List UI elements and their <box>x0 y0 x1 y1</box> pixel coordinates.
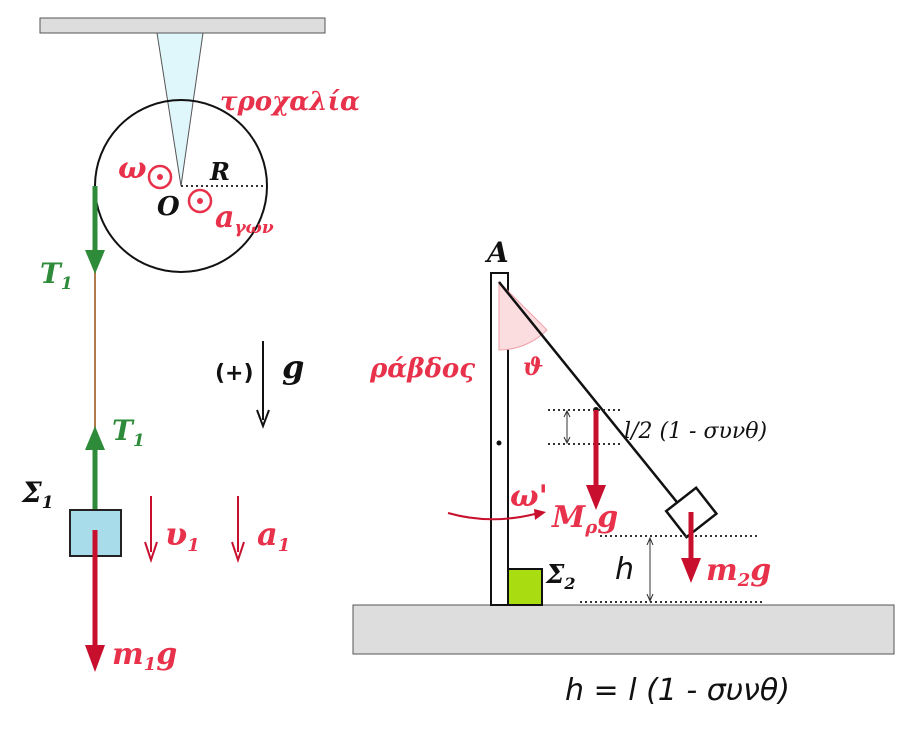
gravity-arrow <box>256 341 270 429</box>
angular-accel-symbol-icon <box>187 188 213 214</box>
accel-arrow <box>231 496 245 564</box>
mass-2-label: Σ2 <box>545 560 576 593</box>
point-a-label: A <box>484 236 509 269</box>
height-dimension <box>646 536 654 603</box>
weight-arrow-1 <box>85 530 105 672</box>
angular-accel-label: aγων <box>215 200 274 238</box>
angle-label: ϑ <box>523 352 543 381</box>
accel-label: a1 <box>257 515 290 556</box>
velocity-arrow <box>144 496 158 564</box>
omega-prime-arrow <box>447 512 536 521</box>
rod-weight-arrow <box>586 410 606 510</box>
omega-prime-label: ω' <box>510 479 548 514</box>
omega-label: ω <box>118 151 147 186</box>
pulley-label: τροχαλία <box>220 87 360 117</box>
rod-vertical <box>490 272 509 606</box>
half-height-dimension <box>563 409 571 445</box>
half-height-label: l/2 (1 - συνθ) <box>624 419 767 444</box>
ground <box>352 604 895 655</box>
positive-direction-label: (+) <box>215 361 254 386</box>
block-weight-label: m2g <box>706 553 771 591</box>
height-formula: h = l (1 - συνθ) <box>565 673 790 708</box>
angle-sector <box>498 280 548 351</box>
gravity-label: g <box>282 348 304 386</box>
center-label: O <box>157 192 180 222</box>
block-weight-arrow <box>681 512 701 583</box>
omega-symbol-icon <box>147 164 173 190</box>
ceiling <box>39 17 326 34</box>
mass-2-block <box>507 568 543 606</box>
rod-center-dot <box>496 440 502 446</box>
velocity-label: υ1 <box>165 515 200 556</box>
tension-label-bottom: T1 <box>112 414 145 451</box>
mass-1-label: Σ1 <box>21 476 54 513</box>
tension-arrow-bottom <box>85 426 105 510</box>
tension-arrow-top <box>85 186 105 274</box>
rod-rotated <box>498 281 694 523</box>
rod-weight-label: Mρg <box>551 500 618 538</box>
tension-label-top: T1 <box>40 257 73 294</box>
height-label: h <box>615 552 634 587</box>
pulley-support <box>156 32 204 187</box>
weight-label-1: m1g <box>112 637 177 675</box>
omega-prime-arrowhead <box>534 509 546 520</box>
radius-label: R <box>209 157 230 186</box>
rod-label: ράβδος <box>369 354 475 384</box>
